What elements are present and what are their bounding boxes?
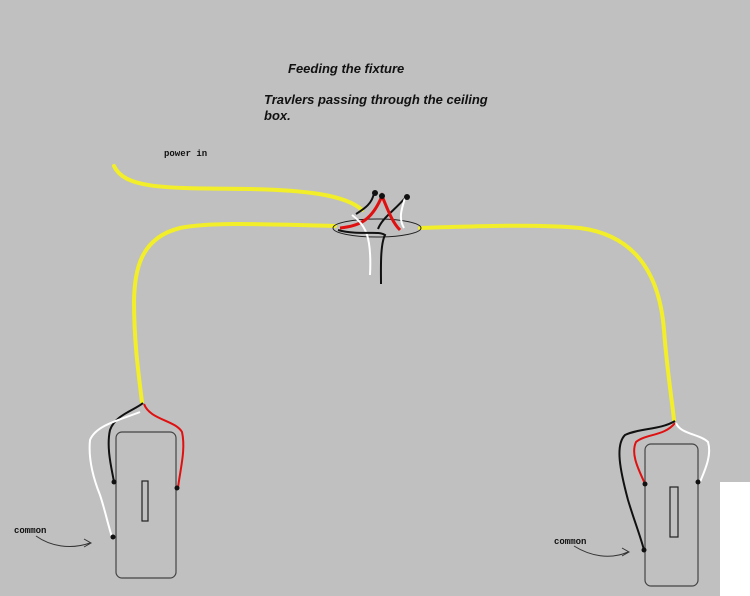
left-white-wire <box>88 411 141 538</box>
ceiling-box <box>332 218 422 238</box>
power-in-cable <box>112 164 364 212</box>
right-terminal-common <box>641 547 647 553</box>
right-switch-toggle <box>669 486 679 538</box>
ceiling-down-black <box>337 229 387 285</box>
left-switch-toggle <box>141 480 149 522</box>
right-cable <box>418 223 676 422</box>
left-terminal-black <box>111 479 117 485</box>
right-red-wire <box>633 422 676 485</box>
left-common-arrow <box>35 535 93 548</box>
left-black-wire <box>107 402 144 483</box>
left-switch-body <box>115 431 177 579</box>
right-switch-body <box>644 443 699 587</box>
right-white-wire <box>675 422 711 483</box>
left-terminal-red <box>174 485 180 491</box>
wire-nut-red <box>379 193 385 199</box>
white-corner-patch <box>720 482 750 596</box>
wire-nut-white <box>404 194 410 200</box>
diagram-title: Feeding the fixture <box>288 61 405 76</box>
right-common-arrow <box>573 545 631 557</box>
ceiling-white-wire <box>351 197 406 276</box>
common-label-right: common <box>554 537 587 547</box>
wire-nut-black <box>372 190 378 196</box>
diagram-subtitle: Travlers passing through the ceiling box… <box>264 92 488 123</box>
right-terminal-red <box>642 481 648 487</box>
right-black-wire <box>618 420 676 551</box>
left-cable <box>131 222 337 404</box>
left-terminal-common <box>110 534 116 540</box>
common-label-left: common <box>14 526 47 536</box>
power-in-label: power in <box>164 149 208 159</box>
left-red-wire <box>143 403 185 489</box>
right-terminal-white <box>695 479 701 485</box>
